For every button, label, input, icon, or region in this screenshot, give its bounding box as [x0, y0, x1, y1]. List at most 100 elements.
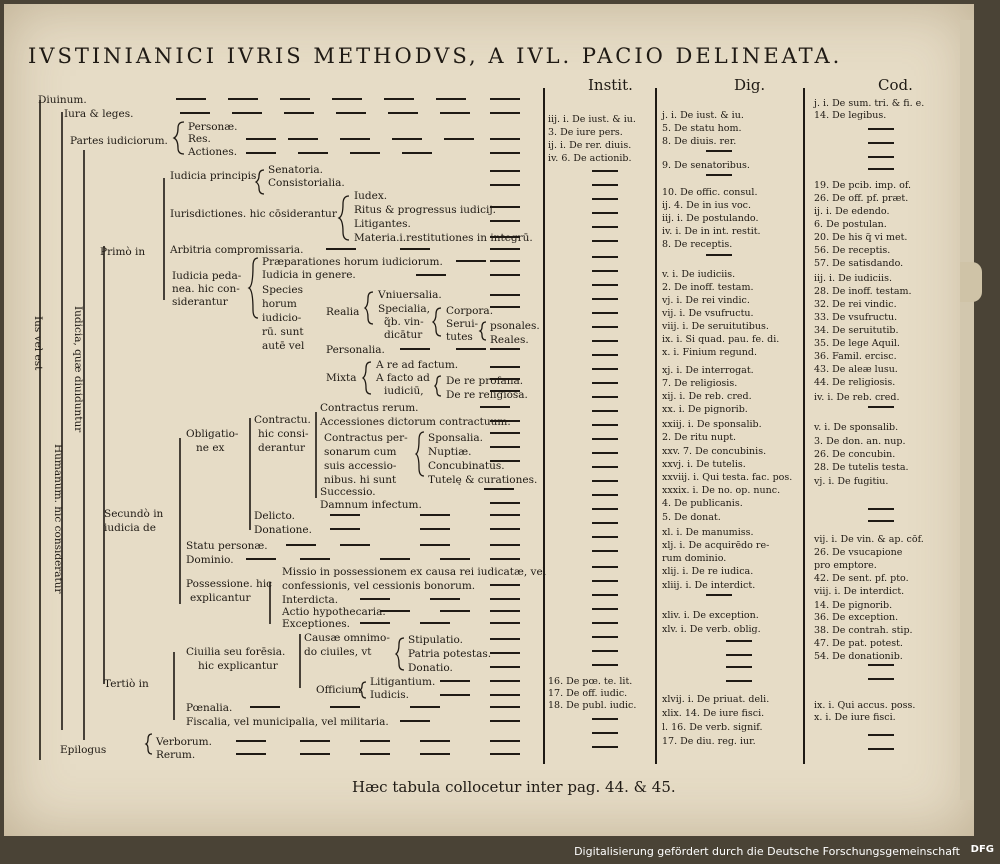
dash-line — [592, 718, 618, 720]
dash-line — [360, 598, 390, 600]
dig-entry: xxiij. i. De sponsalib. — [662, 419, 762, 430]
instit-entry: 3. De iure pers. — [548, 127, 623, 138]
tree-iud-pedanea-2: nea. hic con- — [172, 283, 240, 295]
tree-sponsalia: Sponsalia. — [428, 432, 483, 444]
dash-line — [868, 142, 894, 144]
tree-possessione-1: Possessione. hic — [186, 578, 273, 590]
dash-line — [490, 274, 520, 276]
tree-arbitria: Arbitria compromissaria. — [170, 244, 304, 256]
dash-line — [490, 112, 520, 114]
dig-entry: 4. De publicanis. — [662, 498, 743, 509]
dash-line — [490, 514, 520, 516]
tree-realia: Realia — [326, 306, 360, 318]
dash-line — [490, 152, 520, 154]
cod-entry: iij. i. De iudiciis. — [814, 273, 892, 284]
cod-entry: 43. De aleæ lusu. — [814, 364, 898, 375]
dig-entry: xj. i. De interrogat. — [662, 365, 754, 376]
dash-line — [490, 694, 520, 696]
instit-entry: ij. i. De rer. diuis. — [548, 140, 632, 151]
tree-personalia: Personalia. — [326, 344, 385, 356]
dash-line — [592, 594, 618, 596]
tree-a-facto-1: A facto ad — [376, 372, 430, 384]
dash-line — [180, 112, 210, 114]
dig-entry: xl. i. De manumiss. — [662, 527, 754, 538]
page-fold — [960, 20, 974, 800]
cod-entry: 38. De contrah. stip. — [814, 625, 913, 636]
dash-line — [440, 112, 470, 114]
label-humanum: Humanum. hic consideratur — [52, 444, 64, 594]
dash-line — [340, 544, 370, 546]
tree-consistorialia: Consistorialia. — [268, 177, 345, 189]
dash-line — [490, 306, 520, 308]
dash-line — [868, 678, 894, 680]
dash-line — [440, 694, 470, 696]
tree-obligatione-2: ne ex — [196, 442, 225, 454]
tree-missio-2: confessionis, vel cessionis bonorum. — [282, 580, 476, 592]
tree-species-3: iudicio- — [262, 312, 302, 324]
cod-entry: 33. De vsufructu. — [814, 312, 898, 323]
dash-line — [592, 270, 618, 272]
tree-secundo-1: Secundò in — [104, 508, 164, 520]
tree-iudicis: Iudicis. — [370, 689, 409, 701]
tree-partes-iudiciorum: Partes iudiciorum. — [70, 135, 168, 147]
tree-litigantes: Litigantes. — [354, 218, 411, 230]
tree-reales: Reales. — [490, 334, 529, 346]
dig-entry: xxxix. i. De no. op. nunc. — [662, 485, 781, 496]
cod-entry: 32. De rei vindic. — [814, 299, 897, 310]
dash-line — [420, 740, 450, 742]
tree-rerum: Rerum. — [156, 749, 196, 761]
tree-cp-2: sonarum cum — [324, 446, 397, 458]
dig-entry: xxvj. i. De tutelis. — [662, 459, 746, 470]
cod-entry: pro emptore. — [814, 560, 877, 571]
tree-species-5: autē vel — [262, 340, 305, 352]
dash-line — [592, 340, 618, 342]
tree-specialia-3: dicātur — [384, 329, 423, 341]
cod-entry: 28. De inoff. testam. — [814, 286, 912, 297]
dash-line — [592, 354, 618, 356]
dig-entry: 2. De inoff. testam. — [662, 282, 754, 293]
cod-entry: 34. De seruitutib. — [814, 325, 899, 336]
cod-entry: 44. De religiosis. — [814, 377, 896, 388]
dash-line — [416, 274, 446, 276]
dash-line — [868, 520, 894, 522]
tree-cp-4: nibus. hi sunt — [324, 474, 397, 486]
dig-entry: 7. De religiosis. — [662, 378, 738, 389]
dash-line — [332, 98, 362, 100]
instit-entry: 16. De pœ. te. lit. — [548, 676, 633, 687]
dash-line — [592, 636, 618, 638]
tree-contractus-rerum: Contractus rerum. — [320, 402, 419, 414]
dash-line — [868, 128, 894, 130]
dash-line — [430, 598, 460, 600]
dash-line — [420, 528, 450, 530]
dash-line — [236, 740, 266, 742]
cod-entry: ix. i. Qui accus. poss. — [814, 700, 916, 711]
dash-line — [490, 170, 520, 172]
cod-entry: 19. De pcib. imp. of. — [814, 180, 912, 191]
tree-contractu-2: hic consi- — [258, 428, 309, 440]
dash-line — [300, 740, 330, 742]
tree-secundo-2: iudicia de — [104, 522, 156, 534]
dash-line — [490, 680, 520, 682]
dash-line — [592, 226, 618, 228]
instit-entry: iij. i. De iust. & iu. — [548, 114, 636, 125]
dig-entry: xxviij. i. Qui testa. fac. pos. — [662, 472, 793, 483]
dash-line — [868, 734, 894, 736]
dig-entry: 2. De ritu nupt. — [662, 432, 737, 443]
dig-entry: 9. De senatoribus. — [662, 160, 750, 171]
dash-line — [490, 584, 520, 586]
dig-entry: xxv. 7. De concubinis. — [662, 446, 767, 457]
tree-serui-2: tutes — [446, 331, 473, 343]
dash-line — [490, 528, 520, 530]
tree-contractu-3: derantur — [258, 442, 305, 454]
cod-entry: 36. De exception. — [814, 612, 899, 623]
cod-entry: 26. De vsucapione — [814, 547, 903, 558]
cod-entry: 28. De tutelis testa. — [814, 462, 909, 473]
tree-cp-3: suis accessio- — [324, 460, 397, 472]
dash-line — [484, 488, 514, 490]
tree-statu-personae: Statu personæ. — [186, 540, 268, 552]
dash-line — [726, 654, 752, 656]
tree-causae-1: Causæ omnimo- — [304, 632, 390, 644]
column-header-dig: Dig. — [734, 76, 766, 94]
dig-entry: xlij. i. De re iudica. — [662, 566, 754, 577]
dash-line — [280, 98, 310, 100]
